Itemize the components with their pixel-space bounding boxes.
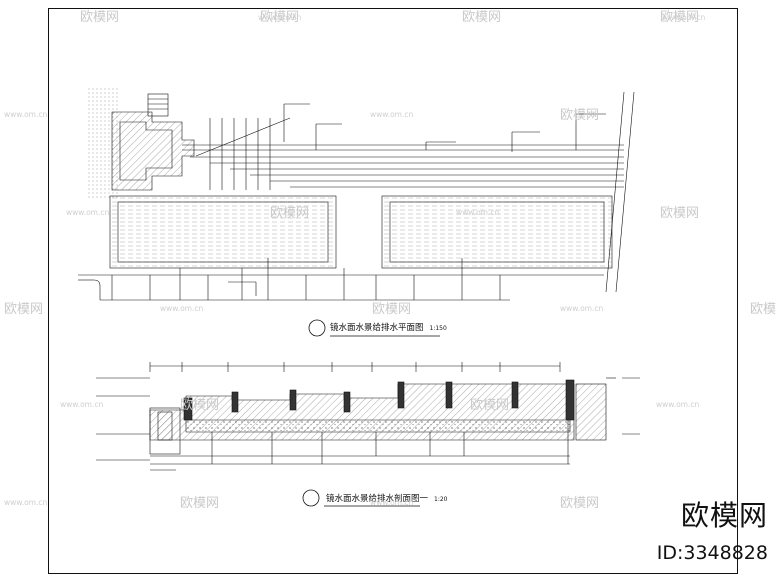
stairs (147, 93, 169, 117)
watermark-tile: 欧模网 (750, 302, 776, 317)
brand-logo-text: 欧模网 (680, 499, 768, 532)
watermark-tile: 欧模网 (180, 496, 220, 511)
pipe-runs (182, 117, 624, 190)
section-title-marker (302, 489, 320, 507)
section-view (96, 362, 640, 471)
watermark-url: www.om.cn (662, 13, 706, 22)
watermark-tile: 欧模网 (470, 398, 510, 413)
watermark-url: www.om.cn (4, 498, 48, 507)
annotation-leaders (228, 103, 606, 296)
watermark-url: www.om.cn (560, 304, 604, 313)
watermark-url: www.om.cn (370, 498, 414, 507)
drawing-border (48, 8, 738, 574)
watermark-tile: 欧模网 (560, 496, 600, 511)
watermark-tile: 欧模网 (660, 10, 700, 25)
watermark-tile: 欧模网 (260, 10, 300, 25)
watermark-tile: 欧模网 (180, 398, 220, 413)
dimension-chain (149, 362, 561, 372)
model-id: ID:3348828 (656, 542, 768, 564)
watermark-tile: 欧模网 (270, 206, 310, 221)
drain-drops (111, 258, 501, 300)
plan-title: 镜水面水景给排水平面图 1:150 (330, 321, 447, 333)
section-title-text: 镜水面水景给排水剖面图一 (326, 494, 429, 504)
watermark-tile: 欧模网 (560, 108, 600, 123)
plan-title-marker (308, 319, 326, 337)
section-scale: 1:20 (434, 496, 448, 503)
section-title: 镜水面水景给排水剖面图一 1:20 (326, 492, 448, 504)
watermark-url: www.om.cn (4, 110, 48, 119)
watermark-tile: 欧模网 (80, 10, 120, 25)
watermark-url: www.om.cn (160, 304, 204, 313)
watermark-url: www.om.cn (370, 110, 414, 119)
plan-title-text: 镜水面水景给排水平面图 (330, 323, 424, 333)
pool-walls (183, 379, 575, 421)
watermark-tile: 欧模网 (372, 302, 412, 317)
pool-left (109, 195, 337, 269)
watermark-url: www.om.cn (656, 400, 700, 409)
supply-pipes (150, 420, 570, 471)
watermark-url: www.om.cn (258, 13, 302, 22)
watermark-tile: 欧模网 (660, 206, 700, 221)
pool-right (381, 195, 613, 269)
watermark-url: www.om.cn (66, 208, 110, 217)
watermark-url: www.om.cn (456, 208, 500, 217)
plan-view (78, 86, 635, 301)
watermark-tile: 欧模网 (462, 10, 502, 25)
watermark-tile: 欧模网 (4, 302, 44, 317)
plan-scale: 1:150 (429, 325, 447, 332)
watermark-url: www.om.cn (60, 400, 104, 409)
